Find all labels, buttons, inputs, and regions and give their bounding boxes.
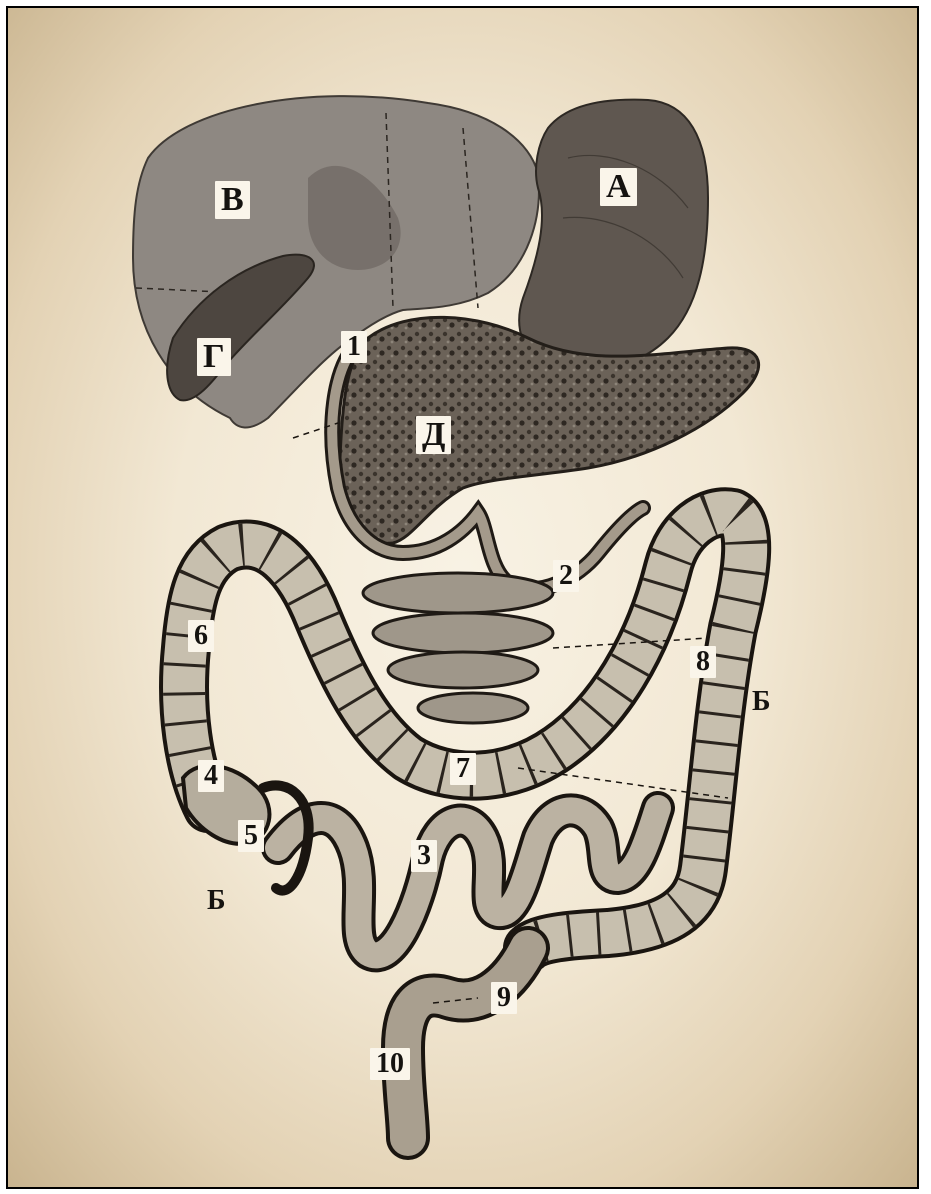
label-stomach-a: А <box>600 168 637 206</box>
label-b-right: Б <box>746 686 777 718</box>
stomach <box>519 100 708 372</box>
label-2: 2 <box>553 560 579 592</box>
label-liver-v: В <box>215 181 250 219</box>
label-4: 4 <box>198 760 224 792</box>
label-8: 8 <box>690 646 716 678</box>
label-1: 1 <box>341 331 367 363</box>
label-3: 3 <box>411 840 437 872</box>
label-b-left: Б <box>201 885 232 917</box>
label-5: 5 <box>238 820 264 852</box>
label-gallbladder-g: Г <box>197 338 231 376</box>
diagram-frame: В А Г 1 Д 2 6 8 Б 7 4 5 3 Б 9 10 <box>6 6 919 1189</box>
label-pancreas-d: Д <box>416 416 451 454</box>
label-10: 10 <box>370 1048 410 1080</box>
label-6: 6 <box>188 620 214 652</box>
label-9: 9 <box>491 982 517 1014</box>
label-7: 7 <box>450 753 476 785</box>
digestive-system-illustration <box>8 8 919 1189</box>
small-intestine-upper <box>363 573 553 723</box>
